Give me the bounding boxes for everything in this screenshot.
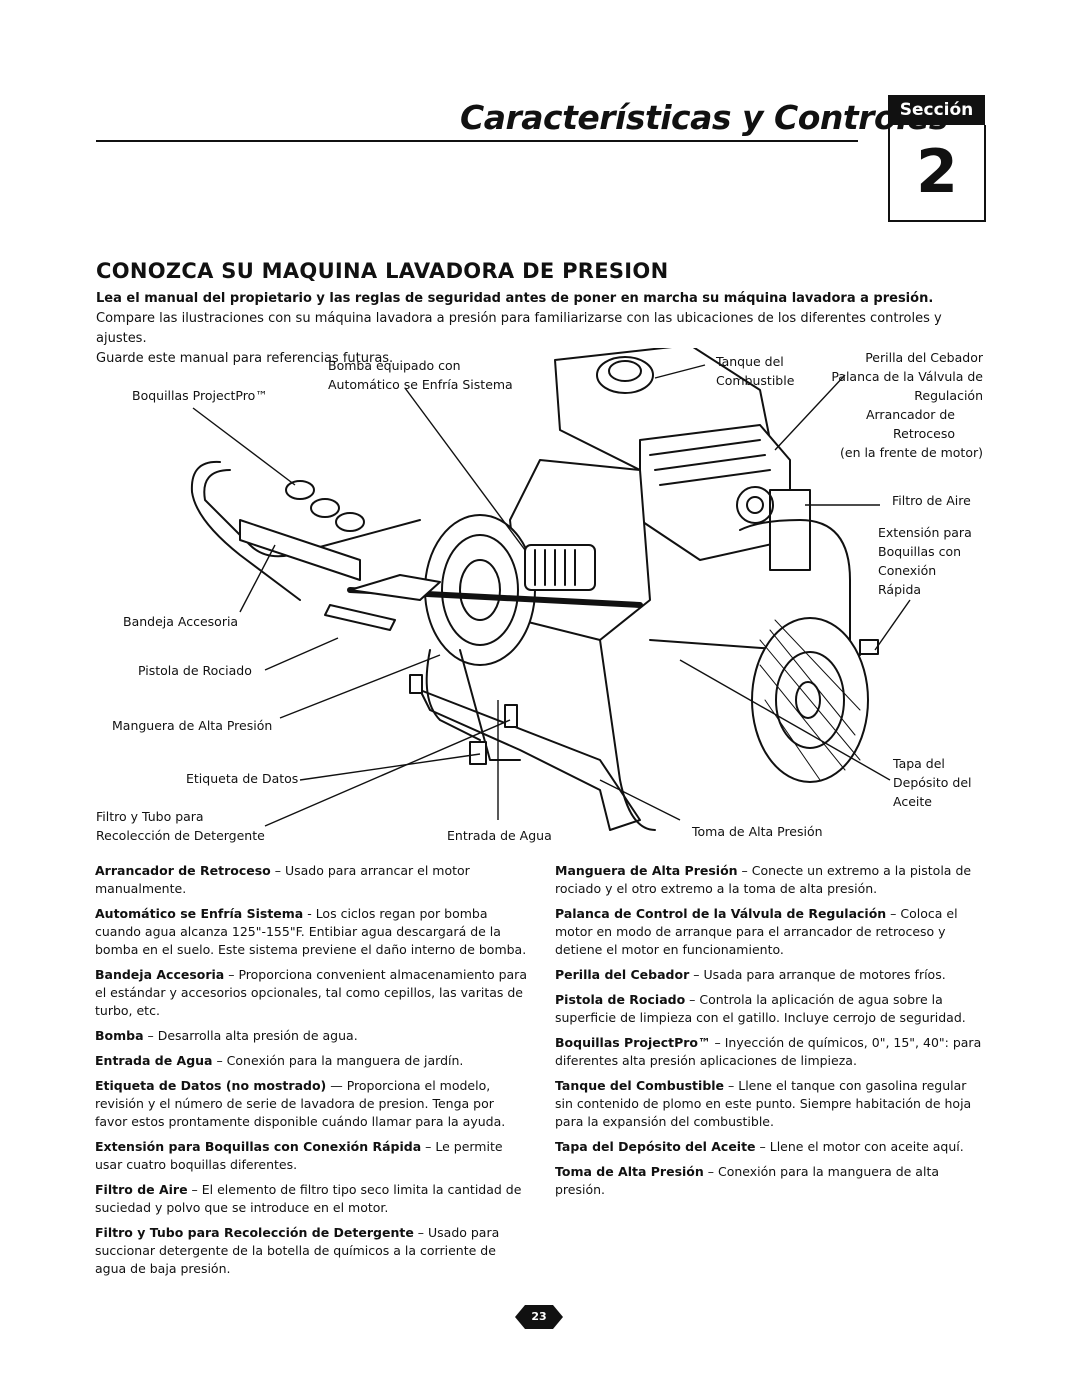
desc-entry: Automático se Enfría Sistema - Los ciclo…: [95, 906, 527, 957]
right-description-column: Manguera de Alta Presión – Conecte un ex…: [555, 862, 987, 1206]
label-tanque: Tanque del Combustible: [716, 354, 795, 388]
page-number: 23: [531, 1310, 547, 1323]
label-pistola: Pistola de Rociado: [138, 663, 252, 678]
intro-line-1: Compare las ilustraciones con su máquina…: [96, 311, 942, 346]
label-toma: Toma de Alta Presión: [692, 824, 823, 839]
page-title: Características y Controles: [460, 98, 948, 137]
header-rule: [96, 140, 858, 142]
intro-line-2: Guarde este manual para referencias futu…: [96, 351, 394, 366]
desc-entry: Boquillas ProjectPro™ – Inyección de quí…: [555, 1035, 982, 1068]
main-heading: CONOZCA SU MAQUINA LAVADORA DE PRESION: [96, 259, 669, 283]
desc-entry: Entrada de Agua – Conexión para la mangu…: [95, 1053, 464, 1068]
label-bandeja: Bandeja Accesoria: [123, 614, 239, 629]
air-filter: [769, 489, 811, 571]
label-bomba: Bomba equipado con Automático se Enfría …: [328, 358, 513, 392]
pump: [524, 544, 596, 591]
intro-bold: Lea el manual del propietario y las regl…: [96, 291, 934, 306]
desc-entry: Perilla del Cebador – Usada para arranqu…: [555, 967, 946, 982]
desc-entry: Tanque del Combustible – Llene el tanque…: [555, 1078, 972, 1129]
desc-entry: Etiqueta de Datos (no mostrado) — Propor…: [95, 1078, 506, 1129]
desc-entry: Palanca de Control de la Válvula de Regu…: [555, 906, 958, 957]
desc-entry: Extensión para Boquillas con Conexión Rá…: [95, 1139, 503, 1172]
left-description-column: Arrancador de Retroceso – Usado para arr…: [95, 862, 527, 1285]
label-entrada: Entrada de Agua: [447, 828, 552, 843]
nozzle-holder: [285, 480, 315, 500]
label-boquillas: Boquillas ProjectPro™: [132, 388, 268, 403]
desc-entry: Manguera de Alta Presión – Conecte un ex…: [555, 863, 972, 896]
water-inlet: [469, 741, 487, 765]
label-etiqueta: Etiqueta de Datos: [186, 771, 299, 786]
section-label: Sección: [888, 95, 985, 125]
label-filtro-aire: Filtro de Aire: [892, 493, 971, 508]
page-number-badge: [515, 1305, 563, 1329]
label-extension: Extensión para Boquillas con Conexión Rá…: [878, 525, 972, 597]
desc-entry: Filtro de Aire – El elemento de filtro t…: [95, 1182, 522, 1215]
label-perilla-palanca-arrancador: Perilla del Cebador Palanca de la Válvul…: [831, 350, 983, 460]
desc-entry: Toma de Alta Presión – Conexión para la …: [555, 1164, 940, 1197]
label-tapa: Tapa del Depósito del Aceite: [893, 756, 972, 809]
frame-base: [419, 689, 641, 831]
handle-frame: [203, 469, 421, 558]
desc-entry: Pistola de Rociado – Controla la aplicac…: [555, 992, 966, 1025]
extension-nozzle: [859, 639, 879, 655]
desc-entry: Bomba – Desarrolla alta presión de agua.: [95, 1028, 358, 1043]
desc-entry: Arrancador de Retroceso – Usado para arr…: [95, 863, 470, 896]
desc-entry: Bandeja Accesoria – Proporciona convenie…: [95, 967, 527, 1018]
pressure-washer-diagram: [190, 348, 911, 831]
intro-text: Compare las ilustraciones con su máquina…: [96, 309, 986, 369]
desc-entry: Tapa del Depósito del Aceite – Llene el …: [555, 1139, 964, 1154]
accessory-tray: [239, 519, 361, 581]
section-number: 2: [888, 125, 986, 222]
label-manguera: Manguera de Alta Presión: [112, 718, 273, 733]
label-filtro-tubo: Filtro y Tubo para Recolección de Deterg…: [96, 809, 265, 843]
desc-entry: Filtro y Tubo para Recolección de Deterg…: [95, 1225, 500, 1276]
